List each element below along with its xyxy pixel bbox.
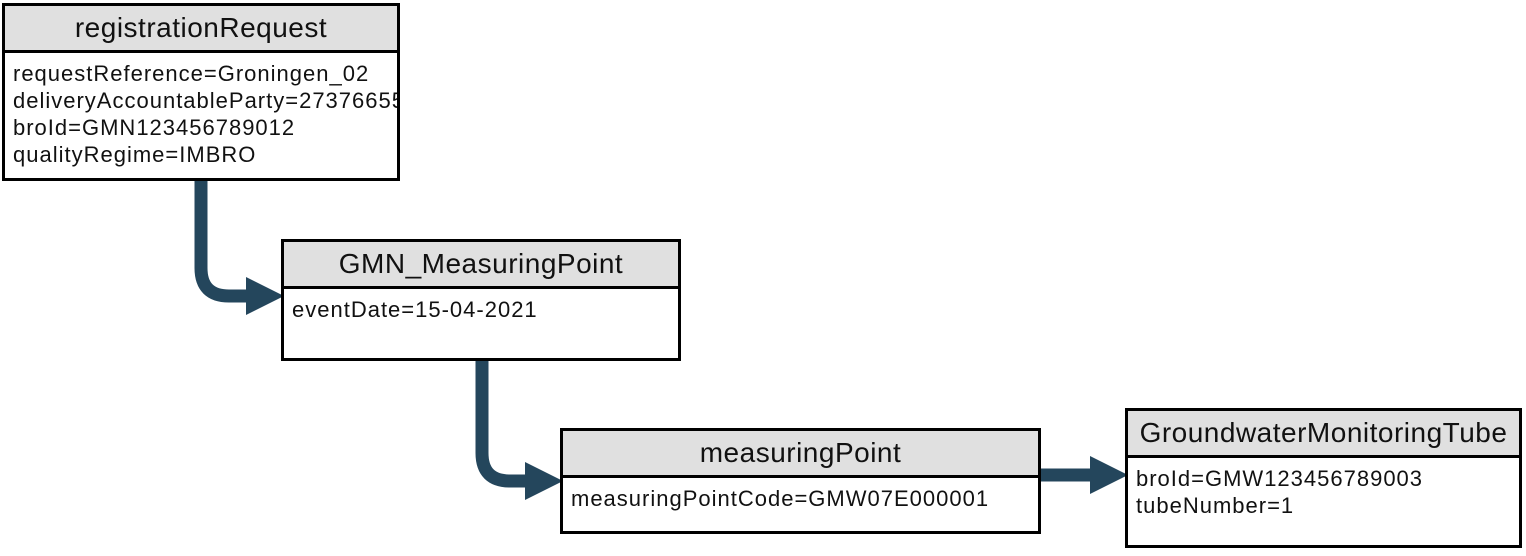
arrow-gmn-measuring-point-to-measuring-point bbox=[475, 359, 563, 500]
attribute-line: broId=GMW123456789003 bbox=[1136, 466, 1424, 491]
attribute-line: measuringPointCode=GMW07E000001 bbox=[571, 486, 990, 511]
node-attributes: eventDate=15-04-2021 bbox=[284, 289, 678, 323]
attribute-line: broId=GMN123456789012 bbox=[13, 115, 296, 140]
node-measuring-point: measuringPoint measuringPointCode=GMW07E… bbox=[560, 428, 1041, 534]
node-title: GroundwaterMonitoringTube bbox=[1128, 411, 1519, 458]
attribute-line: deliveryAccountableParty=27376655 bbox=[13, 88, 397, 113]
attribute-line: eventDate=15-04-2021 bbox=[292, 297, 538, 322]
attribute-line: tubeNumber=1 bbox=[1136, 493, 1295, 518]
arrow-registration-request-to-gmn-measuring-point bbox=[194, 179, 284, 315]
node-title: measuringPoint bbox=[563, 431, 1038, 478]
node-groundwater-monitoring-tube: GroundwaterMonitoringTube broId=GMW12345… bbox=[1125, 408, 1522, 548]
node-attributes: broId=GMW123456789003 tubeNumber=1 bbox=[1128, 458, 1519, 519]
node-attributes: requestReference=Groningen_02 deliveryAc… bbox=[5, 53, 397, 168]
node-title: registrationRequest bbox=[5, 6, 397, 53]
node-attributes: measuringPointCode=GMW07E000001 bbox=[563, 478, 1038, 512]
node-title: GMN_MeasuringPoint bbox=[284, 242, 678, 289]
node-registration-request: registrationRequest requestReference=Gro… bbox=[2, 3, 400, 181]
arrow-measuring-point-to-groundwater-monitoring-tube bbox=[1040, 456, 1128, 494]
attribute-line: qualityRegime=IMBRO bbox=[13, 142, 257, 167]
node-gmn-measuring-point: GMN_MeasuringPoint eventDate=15-04-2021 bbox=[281, 239, 681, 361]
attribute-line: requestReference=Groningen_02 bbox=[13, 61, 370, 86]
